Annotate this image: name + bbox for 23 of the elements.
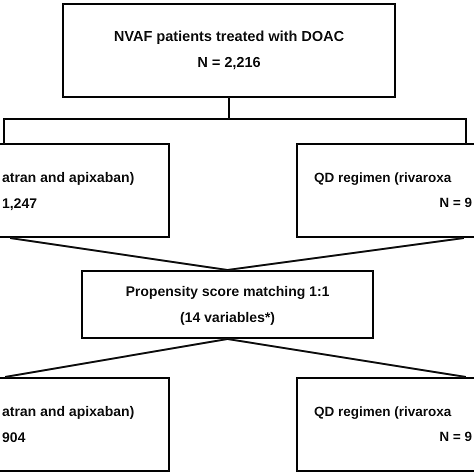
- flow-box: [81, 270, 374, 339]
- connector-line: [227, 338, 466, 378]
- box-text: N = 2,216: [197, 56, 261, 72]
- box-text: (14 variables*): [180, 310, 275, 325]
- box-text: atran and apixaban): [2, 170, 134, 186]
- flow-box: [62, 3, 396, 98]
- connector-line: [227, 237, 464, 271]
- box-text: 1,247: [2, 196, 38, 211]
- connector-line: [4, 338, 228, 378]
- connector-line: [228, 98, 467, 143]
- flow-box: [296, 143, 474, 238]
- connector-line: [10, 237, 228, 271]
- box-text: NVAF patients treated with DOAC: [114, 30, 344, 46]
- box-text: N = 9: [439, 196, 472, 210]
- box-text: N = 9: [439, 430, 472, 444]
- flow-box: [0, 377, 170, 472]
- box-text: 904: [2, 430, 26, 445]
- box-text: QD regimen (rivaroxa: [314, 170, 452, 186]
- box-text: atran and apixaban): [2, 404, 134, 420]
- flow-box: [296, 377, 474, 472]
- flow-box: [0, 143, 170, 238]
- box-text: Propensity score matching 1:1: [126, 284, 330, 300]
- box-text: QD regimen (rivaroxa: [314, 404, 452, 420]
